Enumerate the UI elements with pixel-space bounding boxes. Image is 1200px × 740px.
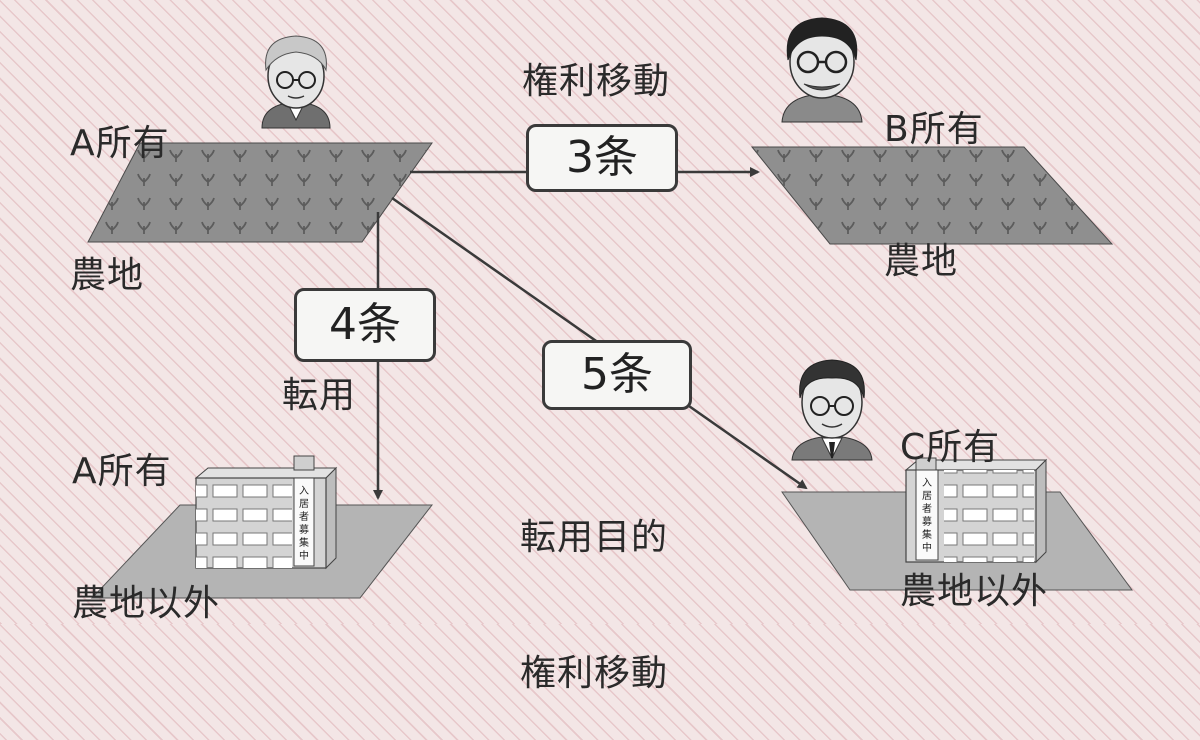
conversion-transfer-label: 転用目的 権利移動 xyxy=(520,428,668,740)
owner-a-farmland-label: A所有 農地 xyxy=(70,34,170,342)
farmland-b xyxy=(750,146,1114,245)
conversion-transfer-line1: 転用目的 xyxy=(520,517,669,558)
apartment-building-a: 入居者募集中 xyxy=(194,455,338,570)
owner-a-farmland-type: 農地 xyxy=(70,255,145,296)
owner-b-farmland-label: B所有 農地 xyxy=(884,20,984,328)
article3-box: 3条 xyxy=(526,124,678,192)
owner-c-nonfarm-label: C所有 農地以外 xyxy=(900,338,1048,658)
person-a-avatar xyxy=(261,35,331,129)
owner-b-farmland-owner: B所有 xyxy=(884,109,984,150)
building-sign-c: 入居者募集中 xyxy=(922,478,932,554)
conversion-transfer-line2: 権利移動 xyxy=(520,653,669,694)
person-c-avatar xyxy=(791,359,873,461)
owner-b-farmland-type: 農地 xyxy=(884,241,959,282)
owner-a-nonfarm-label: A所有 農地以外 xyxy=(72,362,220,670)
owner-a-farmland-owner: A所有 xyxy=(70,123,170,164)
article5-box: 5条 xyxy=(542,340,692,410)
article4-box: 4条 xyxy=(294,288,436,362)
conversion-label: 転用 xyxy=(282,375,357,416)
transfer-label: 権利移動 xyxy=(522,61,671,102)
farmland-a xyxy=(87,142,433,243)
owner-a-nonfarm-owner: A所有 xyxy=(72,451,172,492)
owner-a-nonfarm-type: 農地以外 xyxy=(72,583,221,624)
person-b-avatar xyxy=(781,17,863,123)
owner-c-nonfarm-type: 農地以外 xyxy=(900,571,1049,612)
building-sign-a: 入居者募集中 xyxy=(299,486,309,562)
apartment-building-c: 入居者募集中 xyxy=(904,457,1048,564)
owner-c-nonfarm-owner: C所有 xyxy=(900,427,1001,468)
diagram-canvas: 入居者募集中 入居者募集中 xyxy=(87,17,1133,599)
